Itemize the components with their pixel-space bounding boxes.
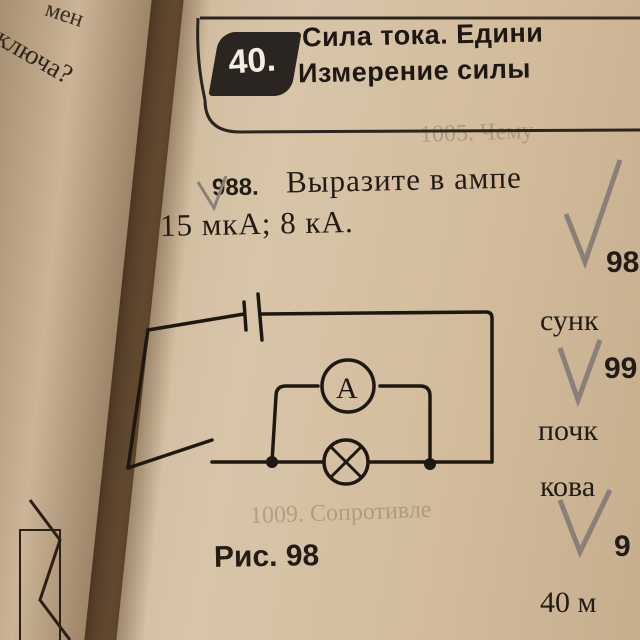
right-column-number: 9 (614, 530, 631, 563)
right-column-word: почк (538, 414, 598, 447)
right-column-word: сунк (540, 304, 599, 337)
battery-icon (242, 300, 248, 332)
pencil-check-icon (563, 159, 623, 270)
right-column-number: 98 (606, 246, 640, 279)
right-column-word: кова (540, 470, 596, 503)
right-column-word: 40 м (540, 586, 597, 619)
lamp-icon (322, 438, 370, 486)
figure-caption: Рис. 98 (213, 539, 320, 574)
pencil-check-icon (196, 175, 228, 212)
junction-dot (424, 458, 436, 470)
pencil-check-icon (557, 339, 603, 408)
ammeter-icon (320, 358, 376, 414)
pencil-check-icon (557, 488, 613, 559)
right-column-number: 99 (604, 352, 638, 385)
switch-icon (126, 438, 214, 470)
battery-icon (256, 292, 264, 342)
junction-dot (266, 456, 278, 468)
ammeter-label: A (336, 372, 358, 405)
left-page-diagram-fragment (19, 499, 72, 640)
